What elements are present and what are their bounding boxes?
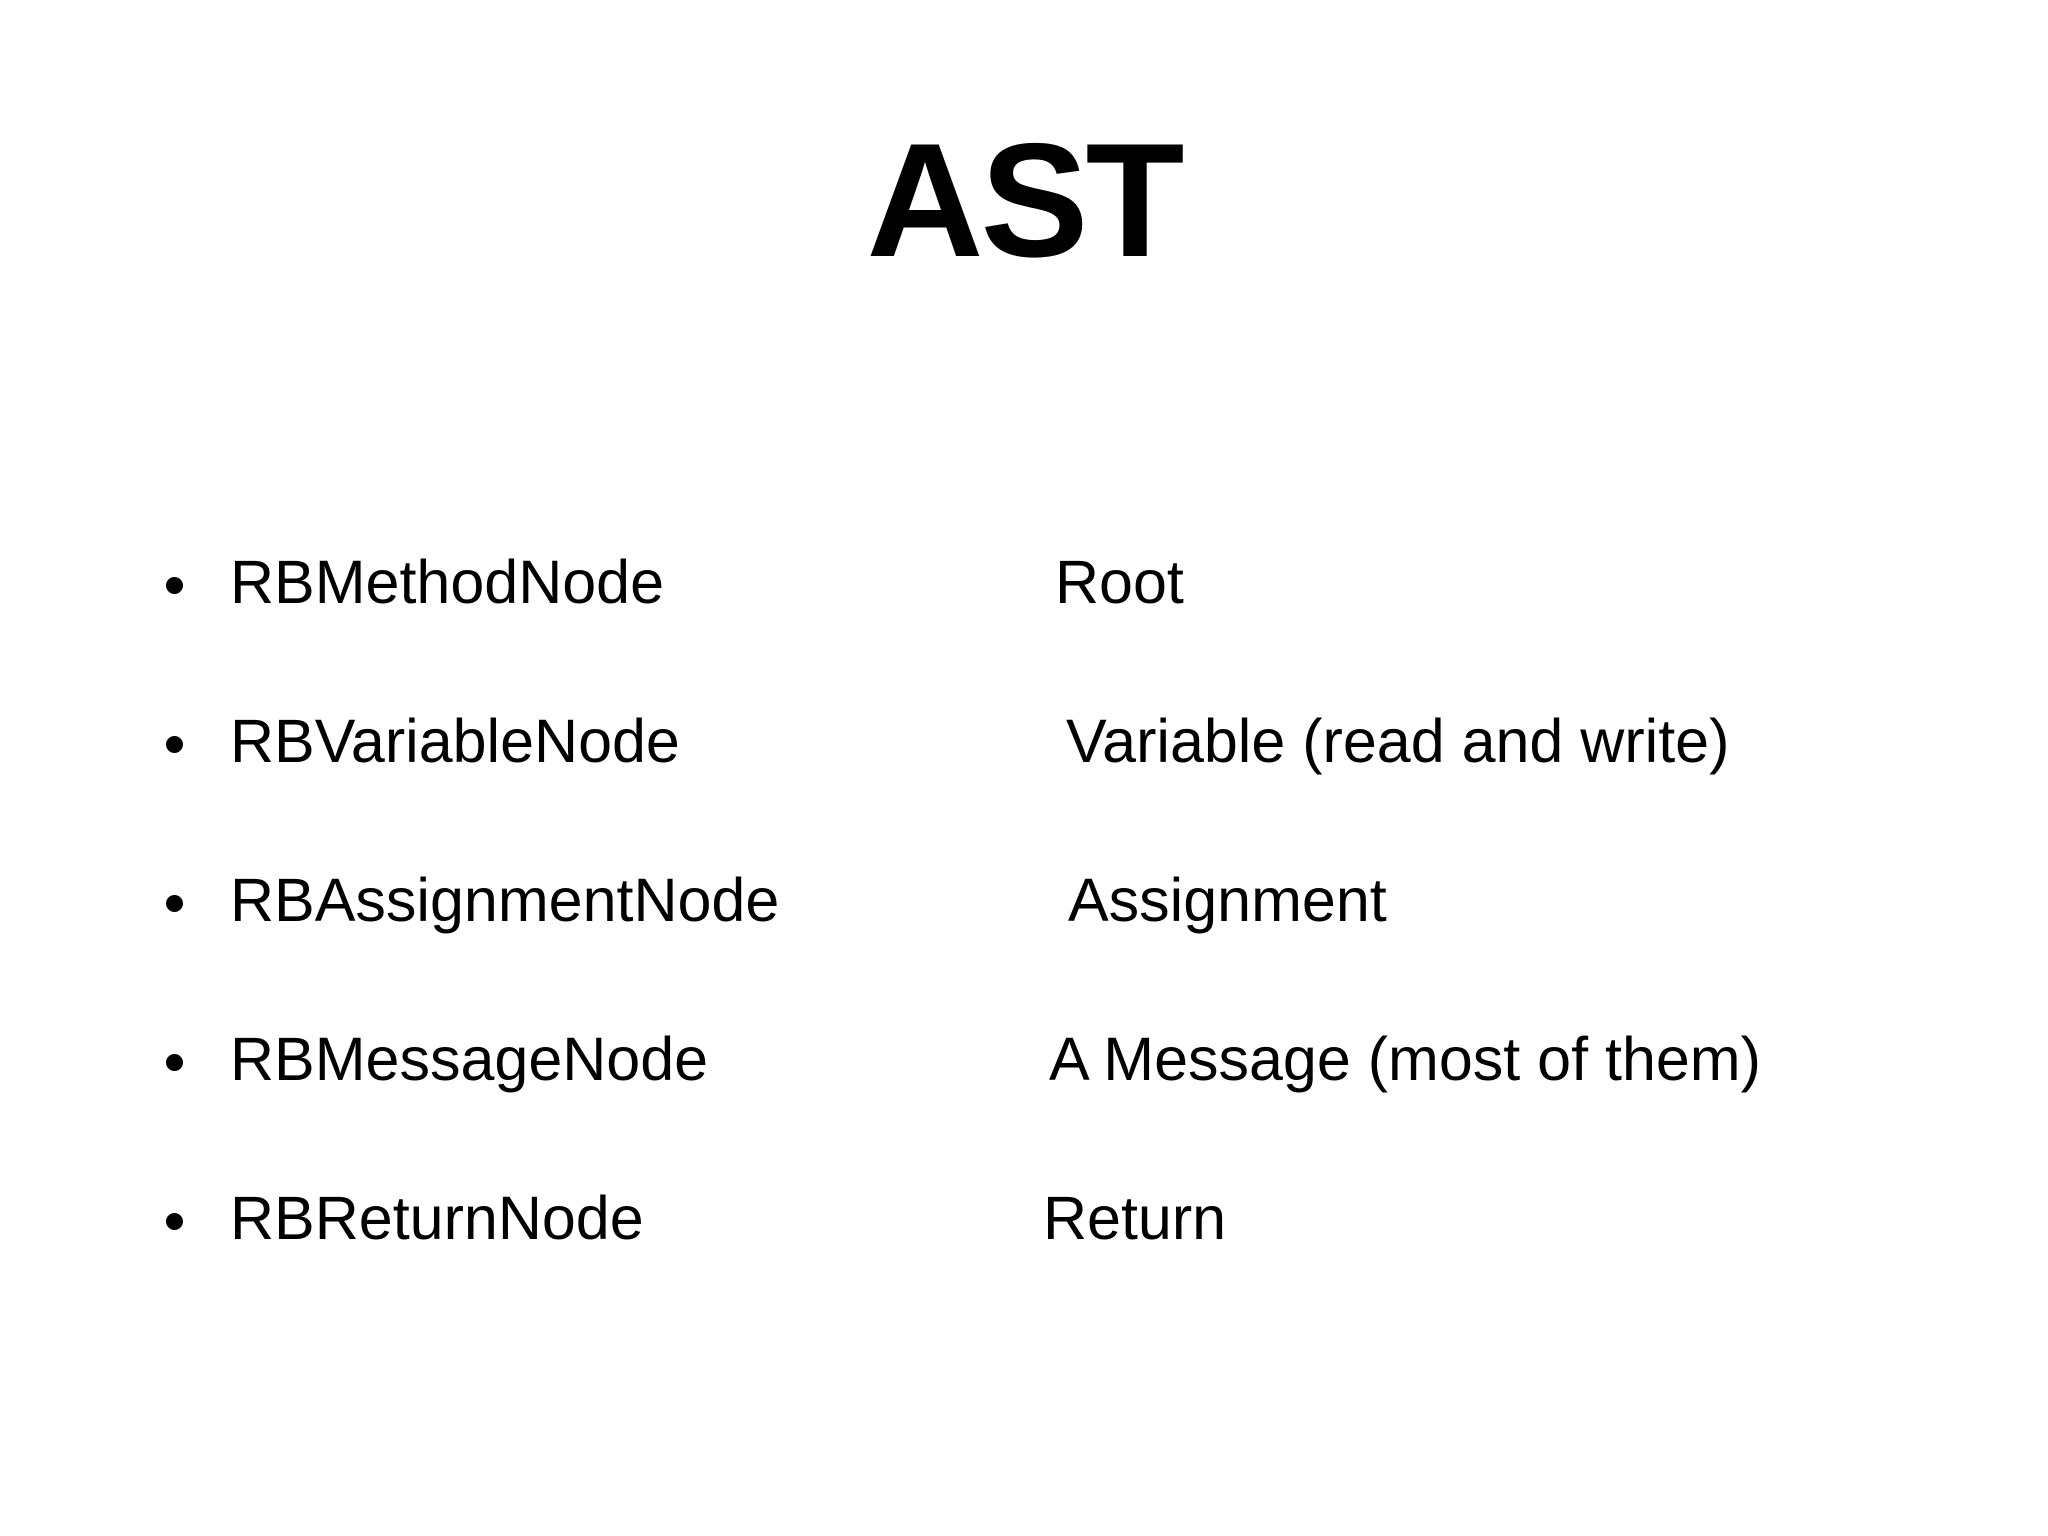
node-class-name: RBMessageNode bbox=[230, 1025, 709, 1093]
bullet-icon bbox=[166, 1213, 183, 1230]
list-item: RBReturnNode Return bbox=[0, 1182, 2048, 1258]
bullet-icon bbox=[166, 577, 183, 594]
list-item: RBAssignmentNode Assignment bbox=[0, 864, 2048, 940]
bullet-icon bbox=[166, 1054, 183, 1071]
list-item: RBMessageNode A Message (most of them) bbox=[0, 1023, 2048, 1099]
node-description: Variable (read and write) bbox=[1066, 707, 1730, 775]
node-class-name: RBReturnNode bbox=[230, 1184, 644, 1252]
bullet-icon bbox=[166, 895, 183, 912]
page-title: AST bbox=[866, 110, 1185, 291]
node-description: Assignment bbox=[1068, 866, 1387, 934]
node-description: A Message (most of them) bbox=[1049, 1025, 1761, 1093]
node-class-name: RBAssignmentNode bbox=[230, 866, 780, 934]
list-item: RBMethodNode Root bbox=[0, 546, 2048, 622]
bullet-icon bbox=[166, 736, 183, 753]
node-description: Return bbox=[1043, 1184, 1227, 1252]
node-class-name: RBMethodNode bbox=[230, 548, 665, 616]
list-item: RBVariableNode Variable (read and write) bbox=[0, 705, 2048, 781]
node-description: Root bbox=[1055, 548, 1184, 616]
node-class-name: RBVariableNode bbox=[230, 707, 680, 775]
